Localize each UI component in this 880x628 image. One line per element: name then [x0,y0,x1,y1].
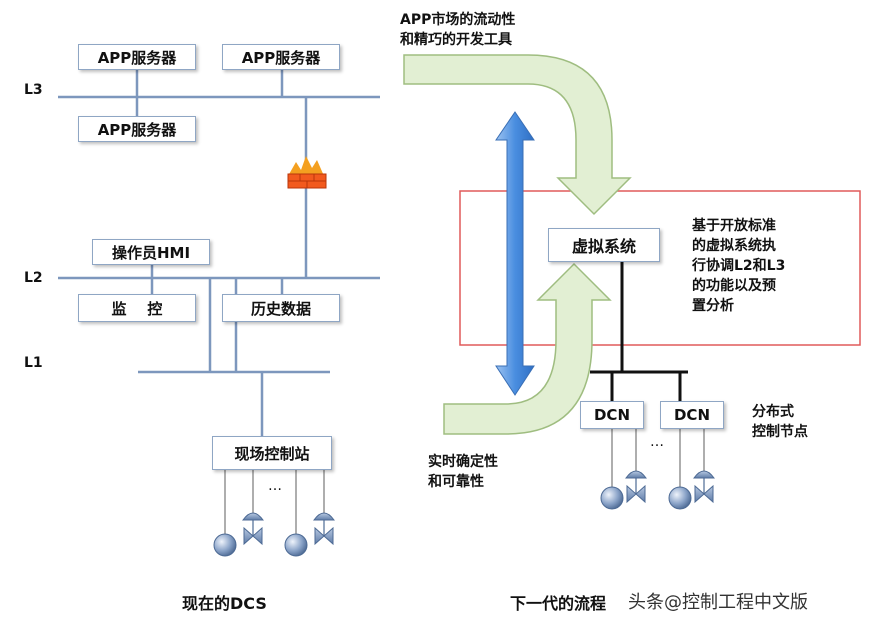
app-market-note: APP市场的流动性 和精巧的开发工具 [400,12,516,48]
firewall-icon [287,156,327,189]
virtual-system-box: 虚拟系统 [548,228,660,262]
history-data-box: 历史数据 [222,294,340,322]
monitor-box: 监 控 [78,294,196,322]
watermark: 头条@控制工程中文版 [628,592,808,613]
dcn-box-2: DCN [660,401,724,429]
level-label-l2: L2 [24,270,43,286]
app-market-arrow [403,54,632,216]
right-field-devices [600,470,715,510]
left-ellipsis: … [268,478,282,494]
virtual-system-description: 基于开放标准 的虚拟系统执 行协调L2和L3 的功能以及预 置分析 [692,218,786,314]
realtime-arrow [443,262,612,435]
app-server-box-1: APP服务器 [78,44,196,70]
field-control-station-box: 现场控制站 [212,436,332,470]
level-label-l3: L3 [24,82,43,98]
virtual-layer-frame [459,190,861,346]
operator-hmi-box: 操作员HMI [92,239,210,265]
distributed-nodes-label: 分布式 控制节点 [752,404,808,440]
dcn-ellipsis: … [650,434,664,450]
left-field-devices [213,512,335,557]
double-arrow [495,111,535,396]
dcn-box-1: DCN [580,401,644,429]
level-label-l1: L1 [24,355,43,371]
app-server-box-2: APP服务器 [222,44,340,70]
realtime-reliability-label: 实时确定性 和可靠性 [428,454,498,490]
right-caption: 下一代的流程 [510,594,607,613]
left-caption: 现在的DCS [182,594,267,613]
app-server-box-3: APP服务器 [78,116,196,142]
